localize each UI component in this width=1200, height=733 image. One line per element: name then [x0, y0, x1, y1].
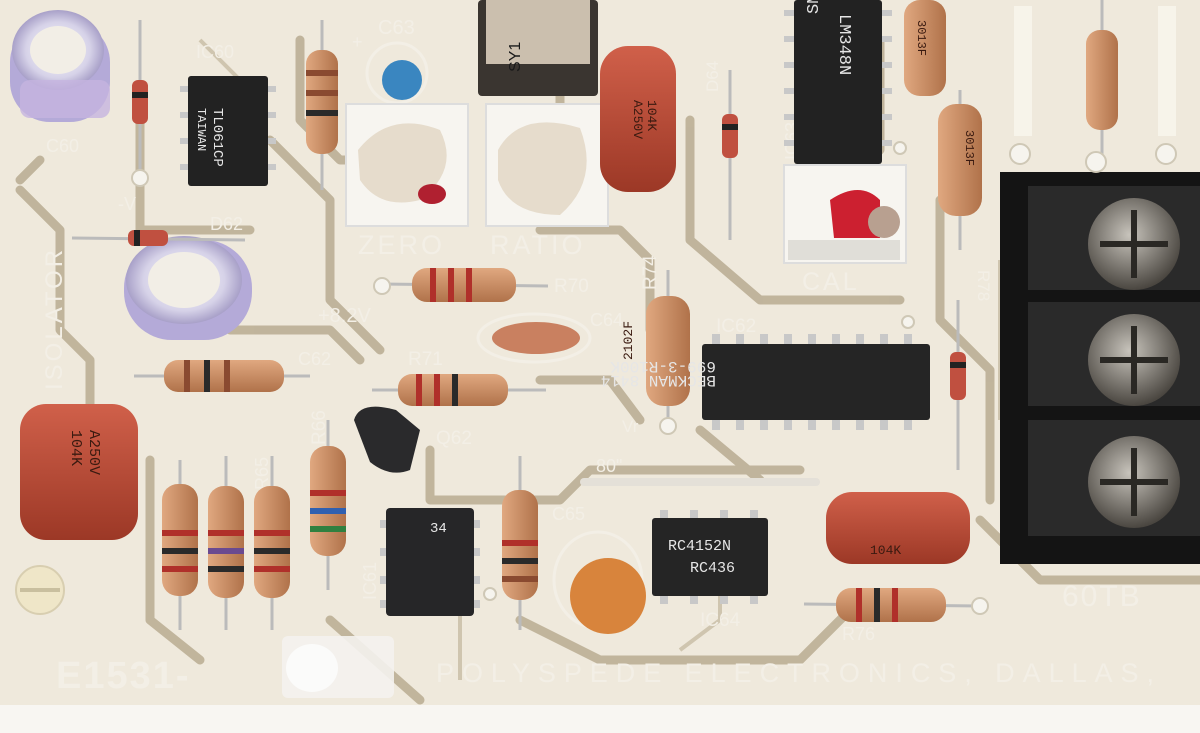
film-cap-top-rating: A250V — [630, 100, 645, 139]
q62-label: Q62 — [436, 428, 472, 449]
trimpot-cal[interactable] — [783, 164, 907, 264]
ic61-optocoupler: 34 — [380, 508, 480, 616]
ic60-marking-1: TL061CP — [209, 108, 225, 167]
ic63-quad-opamp: SM844 LM348N — [784, 0, 892, 164]
sticker-residue — [286, 644, 338, 692]
diode-d65 — [950, 300, 966, 470]
ic64-chip: RC4152N RC436 — [652, 510, 768, 604]
d62-label: D62 — [210, 214, 243, 234]
film-cap-left: 104K A250V — [20, 404, 138, 540]
ic64-label: IC64 — [700, 610, 741, 631]
ratio-label: RATIO — [490, 230, 586, 260]
terminal-screw-3[interactable] — [1088, 436, 1180, 528]
r71-label: R71 — [408, 349, 443, 370]
resistor-r66 — [310, 420, 346, 590]
capacitor-c65 — [570, 558, 646, 634]
film-cap-top: 104K A250V — [600, 46, 676, 192]
d64-label: D64 — [703, 61, 722, 92]
res-mid-marking: 3013F — [962, 130, 976, 166]
isolator-label: ISOLATOR — [41, 247, 68, 390]
ic60-label: IC60 — [196, 42, 234, 62]
resistor-3013f-top: 3013F — [904, 0, 946, 96]
terminal-screw-2[interactable] — [1088, 314, 1180, 406]
film-cap-left-rating: A250V — [85, 430, 102, 475]
r65-label: R65 — [252, 457, 272, 490]
manufacturer-label: POLYSPEDE ELECTRONICS, DALLAS, — [436, 658, 1156, 688]
capacitor-c63 — [382, 60, 422, 100]
trimpot-ratio[interactable] — [485, 103, 609, 227]
resistor-r74: 2102F — [621, 270, 690, 420]
ic64-marking-2: RC436 — [690, 560, 735, 577]
zero-label: ZERO — [358, 230, 445, 260]
svg-text:SY1: SY1 — [507, 42, 524, 72]
capacitor-c64 — [492, 322, 580, 354]
diode-d62 — [71, 230, 246, 246]
ic61-marking: 34 — [430, 521, 447, 537]
terminal-screw-1[interactable] — [1088, 198, 1180, 290]
resistor-r63 — [162, 460, 198, 630]
resistor-r65 — [254, 456, 290, 630]
c63-label: C63 — [378, 17, 415, 39]
ic61-label: IC61 — [360, 562, 380, 600]
solder-pads — [131, 141, 1177, 615]
c65-label: C65 — [552, 504, 585, 524]
transistor-q62 — [354, 406, 420, 473]
cal-label: CAL — [802, 268, 860, 296]
c62-label: C62 — [298, 349, 331, 369]
diode-d64 — [722, 70, 738, 240]
ic62-marking-1: BECKMAN 8414 — [601, 371, 716, 389]
res-top-marking: 3013F — [914, 20, 928, 56]
plus-8v-label: +8.2V — [318, 305, 371, 327]
resistor-r68 — [502, 456, 538, 630]
c64-outline — [476, 312, 592, 364]
resistor-r71 — [372, 374, 546, 406]
part-number-label: E1531- — [56, 655, 191, 697]
trimpot-zero[interactable] — [345, 103, 469, 227]
r66-label: R66 — [309, 410, 330, 445]
c60-label: C60 — [46, 136, 79, 156]
resistor-r70 — [377, 268, 549, 302]
ic60-marking-2: TAIWAN — [194, 108, 208, 151]
ic60-opamp: TL061CP TAIWAN — [180, 76, 276, 186]
ic64-marking-1: RC4152N — [668, 538, 731, 555]
ic62-resistor-network: BECKMAN 8414 699-3-R100K — [601, 334, 930, 430]
ic63-marking-1: SM844 — [805, 0, 824, 14]
resistor-r62 — [134, 360, 310, 392]
ic63-marking-2: LM348N — [834, 14, 853, 75]
resistor-r64 — [208, 456, 244, 630]
c64-label: C64 — [590, 310, 623, 330]
ic62-marking-2: 699-3-R100K — [610, 357, 716, 375]
electrolytic-cap-c61 — [124, 236, 252, 340]
ic62-label: IC62 — [716, 316, 756, 337]
r74-marking: 2102F — [621, 321, 636, 360]
r76-label: R76 — [842, 624, 875, 644]
electrolytic-cap-c60 — [10, 10, 110, 122]
plus-label: + — [352, 32, 363, 52]
relay-component: SY1 — [478, 0, 598, 96]
board-edge — [0, 705, 1200, 733]
film-cap-top-label: 104K — [644, 100, 659, 131]
tall-standoffs — [1014, 0, 1176, 170]
vr-label: Vr — [622, 417, 639, 436]
resistor-r76 — [803, 588, 981, 622]
resistor-3013f-mid: 3013F — [938, 90, 982, 250]
diode-d60 — [132, 20, 148, 170]
film-cap-right: 104K — [826, 492, 970, 564]
r78-label: R78 — [974, 270, 993, 301]
terminal-block-label: 60TB — [1062, 580, 1142, 613]
r74-label: R74 — [640, 255, 661, 290]
inch80-label: 80" — [596, 456, 622, 476]
film-cap-left-label: 104K — [67, 430, 84, 466]
resistor-r60 — [306, 20, 338, 190]
neg-v-label: -V — [118, 194, 136, 214]
r70-label: R70 — [554, 276, 589, 297]
film-cap-right-label: 104K — [870, 543, 901, 558]
